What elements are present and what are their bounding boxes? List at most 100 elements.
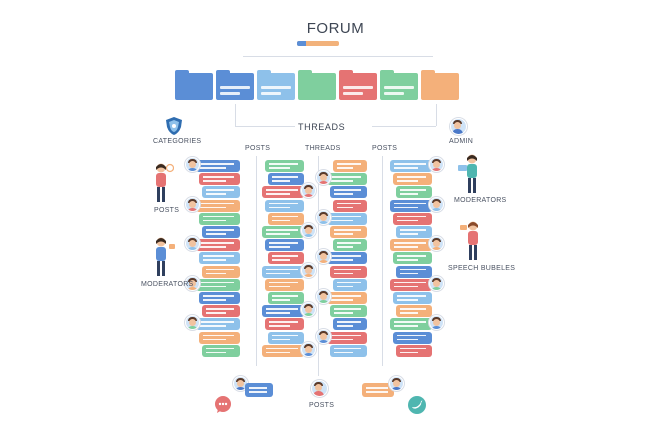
post-bubble bbox=[202, 265, 240, 278]
person-speech-figure bbox=[460, 220, 486, 262]
post-bubble bbox=[196, 239, 240, 252]
post-bubble bbox=[199, 212, 240, 225]
post-bubble bbox=[333, 199, 367, 212]
posts-left-label: POSTS bbox=[154, 207, 180, 214]
post-bubble bbox=[262, 265, 304, 278]
post-bubble bbox=[268, 292, 304, 304]
footer-bubble-left bbox=[245, 383, 273, 397]
post-bubble bbox=[199, 173, 240, 186]
footer-posts-label: POSTS bbox=[309, 402, 335, 409]
post-bubble bbox=[265, 199, 304, 212]
post-bubble bbox=[390, 318, 432, 331]
post-bubble bbox=[199, 331, 240, 344]
user-avatar bbox=[429, 157, 444, 172]
folder-icon[interactable] bbox=[216, 70, 254, 100]
post-bubble bbox=[265, 278, 304, 291]
user-avatar bbox=[301, 262, 316, 278]
user-avatar bbox=[185, 196, 200, 212]
post-bubble bbox=[393, 173, 432, 186]
column-divider-3 bbox=[382, 156, 383, 366]
folder-icon[interactable] bbox=[421, 70, 459, 100]
user-avatar bbox=[185, 157, 200, 172]
user-avatar bbox=[316, 209, 331, 225]
post-bubble bbox=[390, 199, 432, 212]
categories-label: CATEGORIES bbox=[153, 138, 202, 145]
post-bubble bbox=[396, 265, 432, 278]
post-bubble bbox=[202, 344, 240, 357]
bracket-right bbox=[436, 104, 437, 126]
title-underline bbox=[297, 41, 339, 46]
post-bubble bbox=[330, 226, 367, 238]
user-avatar bbox=[301, 341, 316, 357]
threads-label: THREADS bbox=[298, 122, 346, 132]
folder-icon[interactable] bbox=[339, 70, 377, 100]
user-avatar bbox=[316, 328, 331, 344]
user-avatar bbox=[316, 249, 331, 265]
post-bubble bbox=[199, 252, 240, 265]
post-bubble bbox=[330, 265, 367, 278]
footer-avatar-left bbox=[233, 376, 248, 391]
post-bubble bbox=[330, 305, 367, 318]
post-bubble bbox=[330, 186, 367, 199]
user-avatar bbox=[301, 302, 316, 318]
post-bubble bbox=[202, 186, 240, 199]
post-bubble bbox=[268, 212, 304, 225]
folder-icon[interactable] bbox=[298, 70, 336, 100]
post-bubble bbox=[330, 344, 367, 357]
post-bubble bbox=[396, 344, 432, 357]
folder-icon[interactable] bbox=[257, 70, 295, 100]
post-bubble bbox=[262, 305, 304, 318]
page-title: FORUM bbox=[306, 20, 365, 37]
moderators-left-label: MODERATORS bbox=[141, 281, 194, 288]
footer-avatar-right bbox=[389, 376, 404, 391]
user-avatar bbox=[429, 275, 444, 291]
bracket-left bbox=[235, 104, 236, 126]
post-bubble bbox=[262, 344, 304, 357]
post-bubble bbox=[268, 173, 304, 186]
shield-icon bbox=[164, 116, 184, 136]
user-avatar bbox=[429, 196, 444, 212]
admin-label: ADMIN bbox=[449, 138, 474, 145]
post-bubble bbox=[327, 173, 367, 186]
post-bubble bbox=[396, 226, 432, 238]
post-bubble bbox=[202, 226, 240, 238]
post-bubble bbox=[268, 331, 304, 344]
post-bubble bbox=[333, 239, 367, 252]
footer-avatar-center bbox=[311, 380, 328, 397]
user-avatar bbox=[301, 183, 316, 199]
post-bubble bbox=[390, 160, 432, 172]
post-bubble bbox=[390, 278, 432, 291]
person-posts-figure bbox=[152, 162, 175, 204]
admin-avatar bbox=[450, 118, 467, 135]
person-moderator-right-figure bbox=[457, 153, 483, 195]
post-bubble bbox=[265, 239, 304, 252]
user-avatar bbox=[429, 236, 444, 252]
user-avatar bbox=[429, 315, 444, 331]
title-connector bbox=[243, 56, 433, 57]
post-bubble bbox=[202, 305, 240, 318]
folder-icon[interactable] bbox=[380, 70, 418, 100]
post-bubble bbox=[393, 292, 432, 304]
user-avatar bbox=[301, 223, 316, 238]
post-bubble bbox=[265, 318, 304, 331]
user-avatar bbox=[185, 236, 200, 252]
person-moderator-left-figure bbox=[150, 236, 178, 278]
post-bubble bbox=[196, 160, 240, 172]
user-avatar bbox=[316, 289, 331, 304]
footer-connector bbox=[318, 366, 319, 376]
user-avatar bbox=[185, 275, 200, 291]
post-bubble bbox=[196, 199, 240, 212]
post-bubble bbox=[327, 331, 367, 344]
post-bubble bbox=[393, 331, 432, 344]
post-bubble bbox=[333, 278, 367, 291]
user-avatar bbox=[185, 315, 200, 331]
post-bubble bbox=[327, 252, 367, 265]
chat-icon bbox=[214, 396, 232, 414]
post-bubble bbox=[333, 160, 367, 172]
post-bubble bbox=[196, 278, 240, 291]
column-header-threads: THREADS bbox=[305, 145, 341, 152]
folder-icon[interactable] bbox=[175, 70, 213, 100]
post-bubble bbox=[333, 318, 367, 331]
post-bubble bbox=[390, 239, 432, 252]
post-bubble bbox=[262, 186, 304, 199]
